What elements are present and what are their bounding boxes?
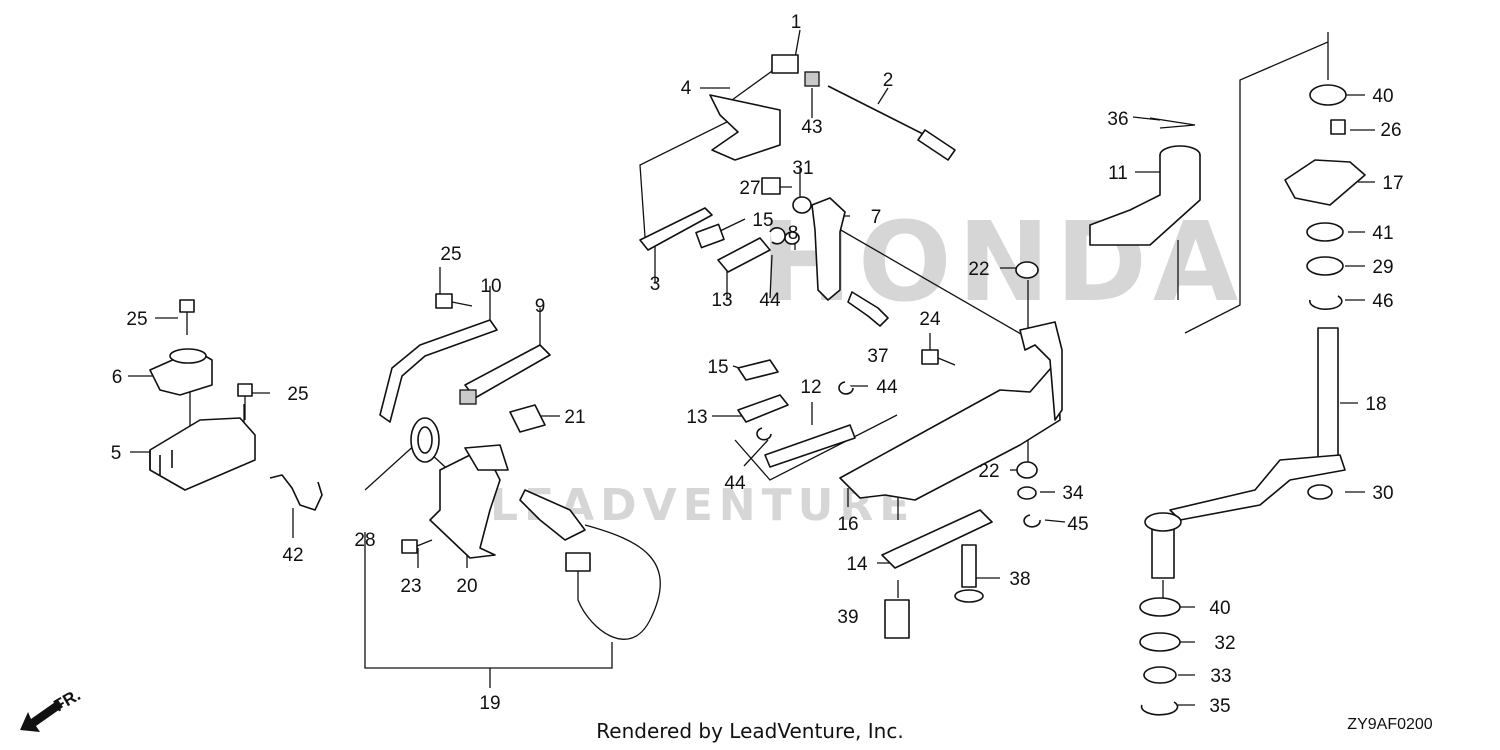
callout-9: 9	[535, 296, 546, 317]
callout-6: 6	[112, 367, 123, 388]
callout-37: 37	[867, 346, 888, 367]
part-drawings	[149, 54, 1366, 716]
callout-34: 34	[1062, 483, 1084, 504]
front-direction-indicator: FR.	[20, 685, 84, 732]
callout-33: 33	[1210, 666, 1231, 687]
callout-40-lower: 40	[1209, 598, 1230, 619]
callout-26: 26	[1380, 120, 1401, 141]
callout-30: 30	[1372, 483, 1393, 504]
callout-3: 3	[650, 274, 661, 295]
callout-22-lower: 22	[978, 461, 999, 482]
callout-12: 12	[800, 377, 821, 398]
callout-36: 36	[1107, 109, 1128, 130]
callout-31: 31	[792, 158, 813, 179]
callout-45: 45	[1067, 514, 1088, 535]
diagram-code: ZY9AF0200	[1347, 716, 1432, 733]
callout-20: 20	[456, 576, 477, 597]
callout-25-upper: 25	[440, 244, 461, 265]
callout-1: 1	[791, 12, 802, 33]
callout-10: 10	[480, 276, 501, 297]
callout-11: 11	[1108, 163, 1128, 184]
callout-44-upper: 44	[759, 290, 781, 311]
callout-16: 16	[837, 514, 858, 535]
callout-4: 4	[681, 78, 692, 99]
callout-15-lower: 15	[707, 357, 728, 378]
callout-19: 19	[479, 693, 500, 714]
callout-43: 43	[801, 117, 822, 138]
callout-15-upper: 15	[752, 210, 773, 231]
callout-23: 23	[400, 576, 421, 597]
callout-40-upper: 40	[1372, 86, 1393, 107]
arrow-down-left-icon	[20, 700, 63, 732]
callout-39: 39	[837, 607, 858, 628]
callout-14: 14	[846, 554, 868, 575]
callout-17: 17	[1382, 173, 1403, 194]
callout-28: 28	[354, 530, 375, 551]
callout-5: 5	[111, 443, 122, 464]
callout-25-right: 25	[287, 384, 308, 405]
callout-42: 42	[282, 545, 303, 566]
callout-22-upper: 22	[968, 259, 989, 280]
callout-24: 24	[919, 309, 941, 330]
callout-2: 2	[883, 70, 894, 91]
callout-7: 7	[871, 207, 882, 228]
callout-18: 18	[1365, 394, 1386, 415]
callout-38: 38	[1009, 569, 1030, 590]
callout-29: 29	[1372, 257, 1393, 278]
callout-8: 8	[788, 223, 799, 244]
callout-44-right: 44	[876, 377, 898, 398]
callout-13-upper: 13	[711, 290, 732, 311]
callout-35: 35	[1209, 696, 1230, 717]
callout-labels: 1 2 3 4 5 6 7 8 9 10 11 12 13 13 14 15 1…	[111, 12, 1404, 717]
callout-21: 21	[564, 407, 585, 428]
callout-41: 41	[1372, 223, 1393, 244]
callout-25-left: 25	[126, 309, 147, 330]
callout-13-lower: 13	[686, 407, 707, 428]
callout-27: 27	[739, 178, 760, 199]
callout-32: 32	[1214, 633, 1235, 654]
callout-44-lower: 44	[724, 473, 746, 494]
footer-credit: Rendered by LeadVenture, Inc.	[596, 719, 903, 743]
callout-46: 46	[1372, 291, 1393, 312]
